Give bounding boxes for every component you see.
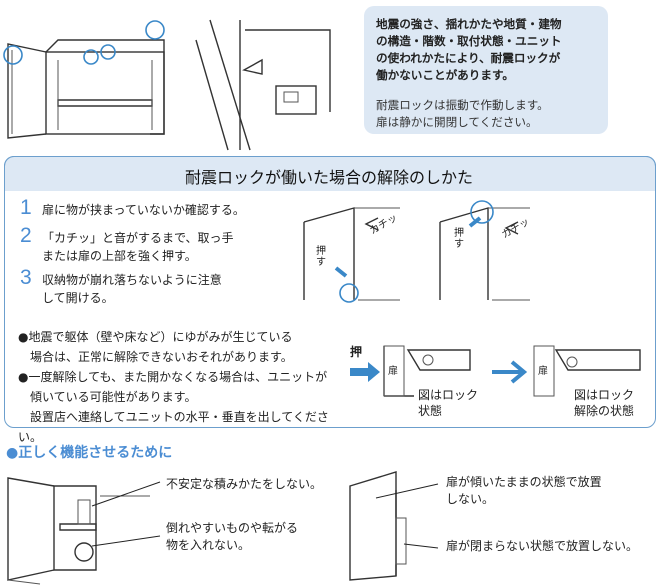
tip-tilted-door: 扉が傾いたままの状態で放置 しない。 [446,475,602,506]
push-label-2: 押す [454,228,464,250]
step-2-number: 2 [20,224,32,247]
step-1-text: 扉に物が挟まっていないか確認する。 [42,203,245,217]
release-section [4,156,656,428]
usage-title: ●正しく機能させるために [6,445,173,461]
caution-regular-text: 耐震ロックは振動で作動します。 扉は静かに開閉してください。 [376,98,549,129]
unlocked-caption: 図はロック 解除の状態 [574,388,635,418]
door-label-2: 扉 [538,366,548,377]
push-big-label: 押 [350,345,363,359]
caution-bold-text: 地震の強さ、揺れかたや地質・建物 の構造・階数・取付状態・ユニット の使われかた… [376,17,562,82]
step-2-text: 「カチッ」と音がするまで、取っ手 または扉の上部を強く押す。 [42,231,234,263]
warning-note-2: ●一度解除しても、また開かなくなる場合は、ユニットが 傾いている可能性があります… [18,370,329,444]
section-title: 耐震ロックが働いた場合の解除のしかた [184,168,473,187]
warning-note-1: ●地震で躯体（壁や床など）にゆがみが生じている 場合は、正常に解除できないおそれ… [18,330,293,364]
door-label-1: 扉 [388,366,398,377]
step-3-number: 3 [20,266,32,289]
step-3-text: 収納物が崩れ落ちないように注意 して開ける。 [42,273,222,305]
push-label-1: 押す [316,246,326,268]
locked-caption: 図はロック 状態 [418,388,479,418]
step-1-number: 1 [20,196,32,219]
caution-note: 地震の強さ、揺れかたや地質・建物 の構造・階数・取付状態・ユニット の使われかた… [364,6,608,134]
tip-stack: 不安定な積みかたをしない。 [166,477,323,491]
tip-items: 倒れやすいものや転がる 物を入れない。 [166,521,299,552]
tip-unclosed-door: 扉が閉まらない状態で放置しない。 [446,539,639,553]
